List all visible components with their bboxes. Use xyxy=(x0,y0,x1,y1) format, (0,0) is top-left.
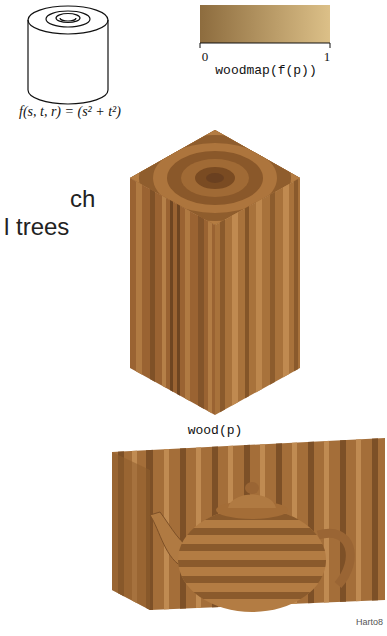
credit-text: Harto8 xyxy=(356,618,383,628)
axis-tick: 0 xyxy=(202,50,209,64)
teapot-scene xyxy=(110,435,387,615)
cylinder-figure xyxy=(28,6,108,104)
formula-label: f(s, t, r) = (s² + t²) xyxy=(19,104,121,119)
slide-text: l trees xyxy=(4,214,69,240)
wood-cube xyxy=(95,110,335,420)
function-label: woodmap(f(p)) xyxy=(215,64,316,78)
woodmap-bar xyxy=(200,5,330,48)
axis-tick: 1 xyxy=(324,50,331,64)
slide-text: ch xyxy=(70,186,95,212)
function-label: wood(p) xyxy=(188,424,243,438)
